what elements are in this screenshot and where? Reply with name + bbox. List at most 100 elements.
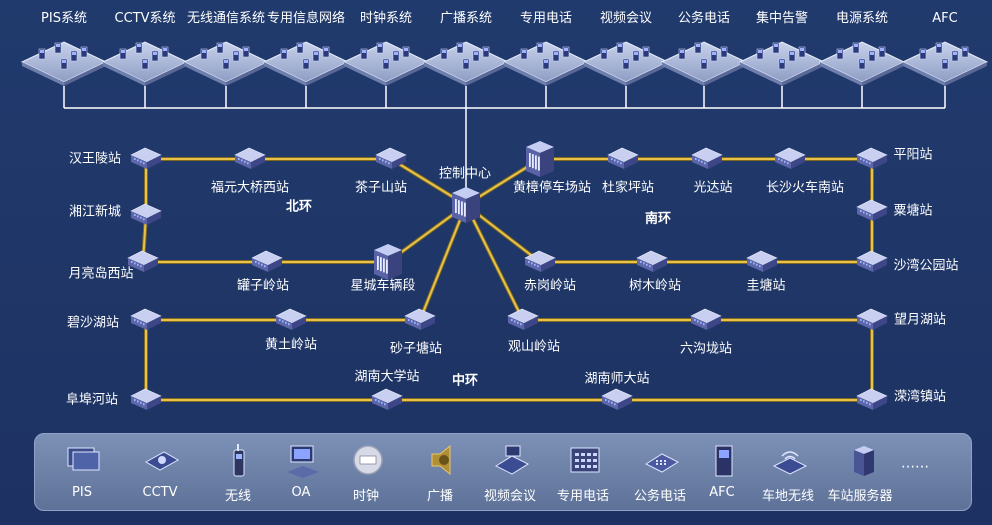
- station-label-luanwan: 溁湾镇站: [893, 389, 947, 405]
- equipment-icon: [200, 48, 208, 60]
- equipment-icon: [536, 42, 544, 54]
- station-node-shawan: [856, 250, 888, 272]
- ticket-machine-icon: [715, 445, 733, 477]
- legend-item-2: 无线: [203, 434, 273, 510]
- legend-item-label: 车地无线: [761, 489, 814, 504]
- equipment-icon: [935, 42, 943, 54]
- station-label-guangda: 光达站: [693, 180, 733, 196]
- legend-item-0: PIS: [47, 434, 117, 510]
- system-title-9: 集中告警: [755, 11, 808, 26]
- equipment-icon: [562, 46, 570, 58]
- ring-label-north: 北环: [285, 199, 313, 215]
- system-platform-9: [738, 41, 826, 86]
- system-title-11: AFC: [932, 11, 958, 26]
- dispatch-phone-icon: [570, 447, 600, 473]
- wireless-ap-icon: [772, 451, 808, 475]
- station-label-guanshanling: 观山岭站: [507, 339, 561, 355]
- equipment-icon: [38, 48, 46, 60]
- equipment-icon: [376, 42, 384, 54]
- station-node-chigangling: [524, 250, 556, 272]
- equipment-icon: [710, 50, 718, 62]
- equipment-icon: [919, 48, 927, 60]
- station-label-hunan-normal: 湖南师大站: [584, 371, 650, 387]
- legend-item-label: 专用电话: [556, 489, 609, 504]
- station-label-bishahu: 碧沙湖站: [66, 315, 120, 331]
- clock-icon: [353, 445, 383, 475]
- equipment-icon: [756, 48, 764, 60]
- equipment-icon: [616, 42, 624, 54]
- equipment-icon: [70, 50, 78, 62]
- system-title-4: 时钟系统: [359, 11, 412, 26]
- depot-server-xingcheng-icon: [374, 244, 402, 280]
- station-label-fubuhe: 阜埠河站: [65, 392, 119, 408]
- station-node-yueliangdao: [127, 250, 159, 272]
- equipment-icon: [151, 50, 159, 62]
- system-platform-8: [660, 41, 748, 86]
- system-platform-7: [582, 41, 670, 86]
- equipment-icon: [382, 58, 390, 70]
- station-label-huangzhang: 黄樟停车场站: [512, 180, 592, 196]
- station-label-pingyang: 平阳站: [893, 147, 933, 163]
- equipment-icon: [720, 46, 728, 58]
- equipment-icon: [868, 50, 876, 62]
- office-phone-icon: [644, 453, 680, 473]
- equipment-icon: [852, 42, 860, 54]
- station-node-liugoulong: [690, 308, 722, 330]
- system-title-7: 视频会议: [599, 11, 652, 26]
- station-label-liugoulong: 六沟垅站: [679, 341, 733, 357]
- equipment-icon: [322, 46, 330, 58]
- equipment-icon: [788, 50, 796, 62]
- equipment-icon: [456, 42, 464, 54]
- station-node-chazishan: [375, 147, 407, 169]
- equipment-icon: [798, 46, 806, 58]
- station-node-shumuling: [636, 250, 668, 272]
- station-node-fubuhe: [130, 388, 162, 410]
- pis-display-icon: [67, 447, 100, 471]
- equipment-icon: [778, 58, 786, 70]
- depot-server-huangzhang-icon: [526, 141, 554, 177]
- legend-item-label: CCTV: [142, 485, 178, 500]
- station-node-pingyang: [856, 147, 888, 169]
- legend-item-label: PIS: [72, 485, 92, 500]
- station-label-hanwangling: 汉王陵站: [68, 151, 122, 167]
- station-node-wangyuehu: [856, 308, 888, 330]
- system-title-3: 专用信息网络: [266, 11, 345, 26]
- equipment-icon: [520, 48, 528, 60]
- equipment-icon: [280, 48, 288, 60]
- station-label-shazitang: 砂子塘站: [389, 341, 443, 357]
- station-node-guanziling: [251, 250, 283, 272]
- legend-more-ellipsis: ……: [901, 455, 929, 472]
- equipment-icon: [80, 46, 88, 58]
- system-title-2: 无线通信系统: [186, 11, 265, 26]
- equipment-icon: [772, 42, 780, 54]
- equipment-icon: [392, 50, 400, 62]
- station-node-hanwangling: [130, 147, 162, 169]
- equipment-icon: [360, 48, 368, 60]
- station-label-xiangjiang: 湘江新城: [68, 204, 122, 220]
- station-node-hunan-normal: [601, 388, 633, 410]
- equipment-icon: [678, 48, 686, 60]
- computer-terminal-icon: [287, 445, 319, 478]
- equipment-icon: [542, 58, 550, 70]
- legend-item-7: 专用电话: [548, 434, 618, 510]
- station-label-shumuling: 树木岭站: [628, 278, 682, 294]
- equipment-icon: [141, 58, 149, 70]
- station-label-yueliangdao: 月亮岛西站: [68, 266, 134, 282]
- legend-item-label: 视频会议: [483, 489, 536, 504]
- equipment-icon: [54, 42, 62, 54]
- station-server-icon: [854, 446, 874, 476]
- station-node-guangda: [691, 147, 723, 169]
- equipment-icon: [119, 48, 127, 60]
- equipment-icon: [312, 50, 320, 62]
- equipment-icon: [216, 42, 224, 54]
- equipment-icon: [242, 46, 250, 58]
- system-title-1: CCTV系统: [114, 11, 176, 26]
- system-platform-3: [262, 41, 350, 86]
- equipment-icon: [462, 58, 470, 70]
- video-conference-icon: [494, 445, 530, 475]
- station-node-guanshanling: [507, 308, 539, 330]
- legend-item-11: 车站服务器: [825, 434, 895, 510]
